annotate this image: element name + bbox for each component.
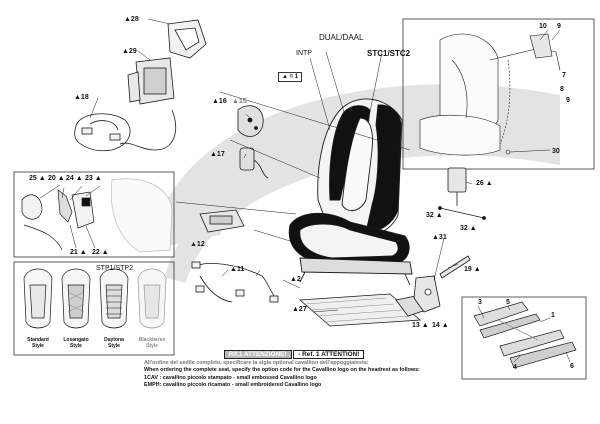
part-label-3: 3 (478, 299, 482, 306)
style-caption-line: Style (70, 342, 82, 349)
box-headrest-detail (402, 18, 595, 170)
style-caption-daytona: Daytona Style (99, 337, 129, 349)
label-stp: STP1/STP2 (96, 265, 133, 272)
style-seat-daytona (99, 268, 129, 329)
notes-line-4: EMPH: cavallino piccolo ricamato - small… (144, 381, 322, 388)
part-label-19: 19 ▲ (464, 266, 481, 273)
part-label-2: ▲2 (290, 276, 301, 283)
part-label-8: 8 (560, 86, 564, 93)
part-label-32a: 32 ▲ (426, 212, 443, 219)
style-caption-line: Daytona (104, 337, 124, 343)
notes-title-en: - Ref. 1 ATTENTION! (293, 350, 365, 360)
notes-line-1: All'ordine del sedile completo, specific… (144, 360, 369, 367)
part-label-17: ▲17 (210, 151, 225, 158)
part-label-6: 6 (570, 363, 574, 370)
notes-line-2: When ordering the complete seat, specify… (144, 367, 420, 374)
part-bar-19 (439, 255, 471, 279)
main-seat (288, 98, 413, 286)
part-label-9b: 9 (566, 97, 570, 104)
part-label-10: 10 (539, 23, 547, 30)
style-caption-line: Style (32, 342, 44, 349)
box-rails-detail (461, 296, 587, 380)
style-caption-losangato: Losangato Style (61, 337, 91, 349)
backrest-parts (21, 178, 173, 253)
part-wiring-11 (191, 261, 279, 303)
part-label-13: 13 ▲ (412, 322, 429, 329)
part-label-15: ▲15 (232, 98, 247, 105)
part-label-16: ▲16 (212, 98, 227, 105)
legend-box: ▲ = 1 (278, 72, 303, 82)
label-stc: STC1/STC2 (367, 49, 411, 58)
part-actuator-26 (447, 167, 467, 206)
part-switch-17 (239, 147, 269, 179)
part-label-26: 26 ▲ (476, 180, 493, 187)
part-label-29: ▲29 (122, 48, 137, 55)
headrest-detail-seat (419, 33, 561, 156)
part-label-21: 21 ▲ (70, 249, 87, 256)
part-module-12 (199, 209, 245, 233)
box-styles (13, 261, 175, 356)
part-label-23: 23 ▲ (85, 175, 102, 182)
label-dual: DUAL/DAAL (319, 33, 364, 42)
notes-title-it: Rif.1 ATTENZIONE! (223, 350, 292, 360)
part-label-5: 5 (506, 299, 510, 306)
part-label-28: ▲28 (124, 16, 139, 23)
part-headrest-cover (167, 19, 207, 59)
part-buttons-15 (237, 105, 264, 137)
style-caption-line: Style (146, 342, 158, 349)
part-label-18: ▲18 (74, 94, 89, 101)
style-caption-line: Standard (27, 337, 49, 343)
part-label-11: ▲11 (230, 266, 245, 273)
part-seat-frame (299, 293, 427, 327)
part-label-4: 4 (513, 364, 517, 371)
part-label-20: 20 ▲ (48, 175, 65, 182)
part-label-22: 22 ▲ (92, 249, 109, 256)
attention-notes: Rif.1 ATTENZIONE! - Ref. 1 ATTENTION! Al… (144, 350, 444, 389)
rails-detail (473, 301, 577, 369)
part-label-30: 30 (552, 148, 560, 155)
style-seats (23, 268, 167, 329)
notes-line-3: 1CAV : cavallino piccolo stampato - smal… (144, 374, 317, 381)
part-harness-18 (74, 113, 131, 152)
leader-lines (39, 18, 571, 363)
part-label-27: ▲27 (292, 306, 307, 313)
style-seat-blackberes (137, 268, 167, 329)
part-label-32b: 32 ▲ (460, 225, 477, 232)
label-intp: INTP (296, 50, 312, 57)
part-side-bracket (413, 275, 441, 313)
part-label-24: 24 ▲ (66, 175, 83, 182)
style-caption-line: Losangato (63, 337, 89, 343)
style-seat-standard (23, 268, 53, 329)
part-module-29 (119, 57, 176, 151)
part-label-1: 1 (551, 312, 555, 319)
notes-title: Rif.1 ATTENZIONE! - Ref. 1 ATTENTION! (144, 350, 444, 360)
part-label-7: 7 (562, 72, 566, 79)
style-seat-losangato (61, 268, 91, 329)
part-label-12: ▲12 (190, 241, 205, 248)
part-label-14: 14 ▲ (432, 322, 449, 329)
part-label-9a: 9 (557, 23, 561, 30)
box-backrest-parts (13, 171, 175, 258)
style-caption-line: Blackberes (138, 337, 166, 343)
part-label-25: 25 ▲ (29, 175, 46, 182)
part-rod-32 (438, 206, 486, 220)
style-caption-standard: Standard Style (23, 337, 53, 349)
style-caption-line: Style (108, 342, 120, 349)
style-caption-blackberes: Blackberes Style (137, 337, 167, 349)
watermark-arc (164, 133, 471, 284)
part-label-31: ▲31 (432, 234, 447, 241)
